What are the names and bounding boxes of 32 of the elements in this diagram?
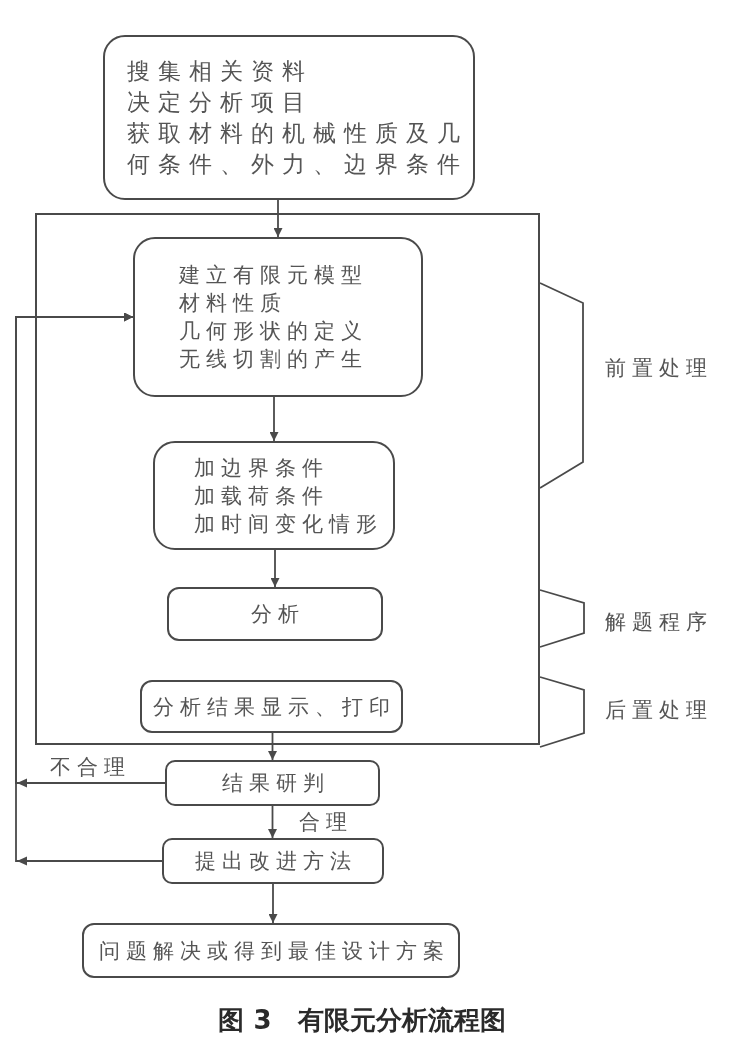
process-box (162, 838, 384, 884)
arrow (268, 883, 278, 924)
process-box (133, 237, 423, 397)
step-text: 建立有限元模型 (179, 262, 368, 289)
step-text: 提出改进方法 (195, 848, 357, 875)
arrow (273, 199, 283, 238)
figure-caption: 图 3 有限元分析流程图 (218, 1004, 506, 1036)
step-text: 分析 (251, 601, 305, 628)
group-frame (35, 213, 540, 745)
step-text: 决定分析项目 (127, 87, 313, 117)
process-box (82, 923, 460, 978)
arrow (268, 805, 277, 839)
process-box (167, 587, 383, 641)
process-box (103, 35, 475, 200)
step-text: 搜集相关资料 (127, 56, 313, 86)
process-box (165, 760, 380, 806)
arrow (270, 549, 280, 588)
step-text: 问题解决或得到最佳设计方案 (98, 937, 450, 965)
step-text: 加时间变化情形 (194, 510, 383, 538)
step-text: 无线切割的产生 (179, 346, 368, 373)
step-text: 材料性质 (179, 290, 287, 317)
step-text: 获取材料的机械性质及几何条件、外力、边界条件 (127, 118, 469, 179)
step-text: 分析结果显示、打印 (153, 693, 396, 721)
arrow (269, 396, 279, 442)
process-box (153, 441, 395, 550)
arrow (15, 312, 163, 866)
arrow (268, 732, 277, 761)
step-text: 加载荷条件 (194, 482, 329, 510)
step-text: 加边界条件 (194, 454, 329, 482)
step-text: 结果研判 (221, 770, 330, 797)
process-box (140, 680, 403, 733)
step-text: 几何形状的定义 (179, 318, 368, 345)
